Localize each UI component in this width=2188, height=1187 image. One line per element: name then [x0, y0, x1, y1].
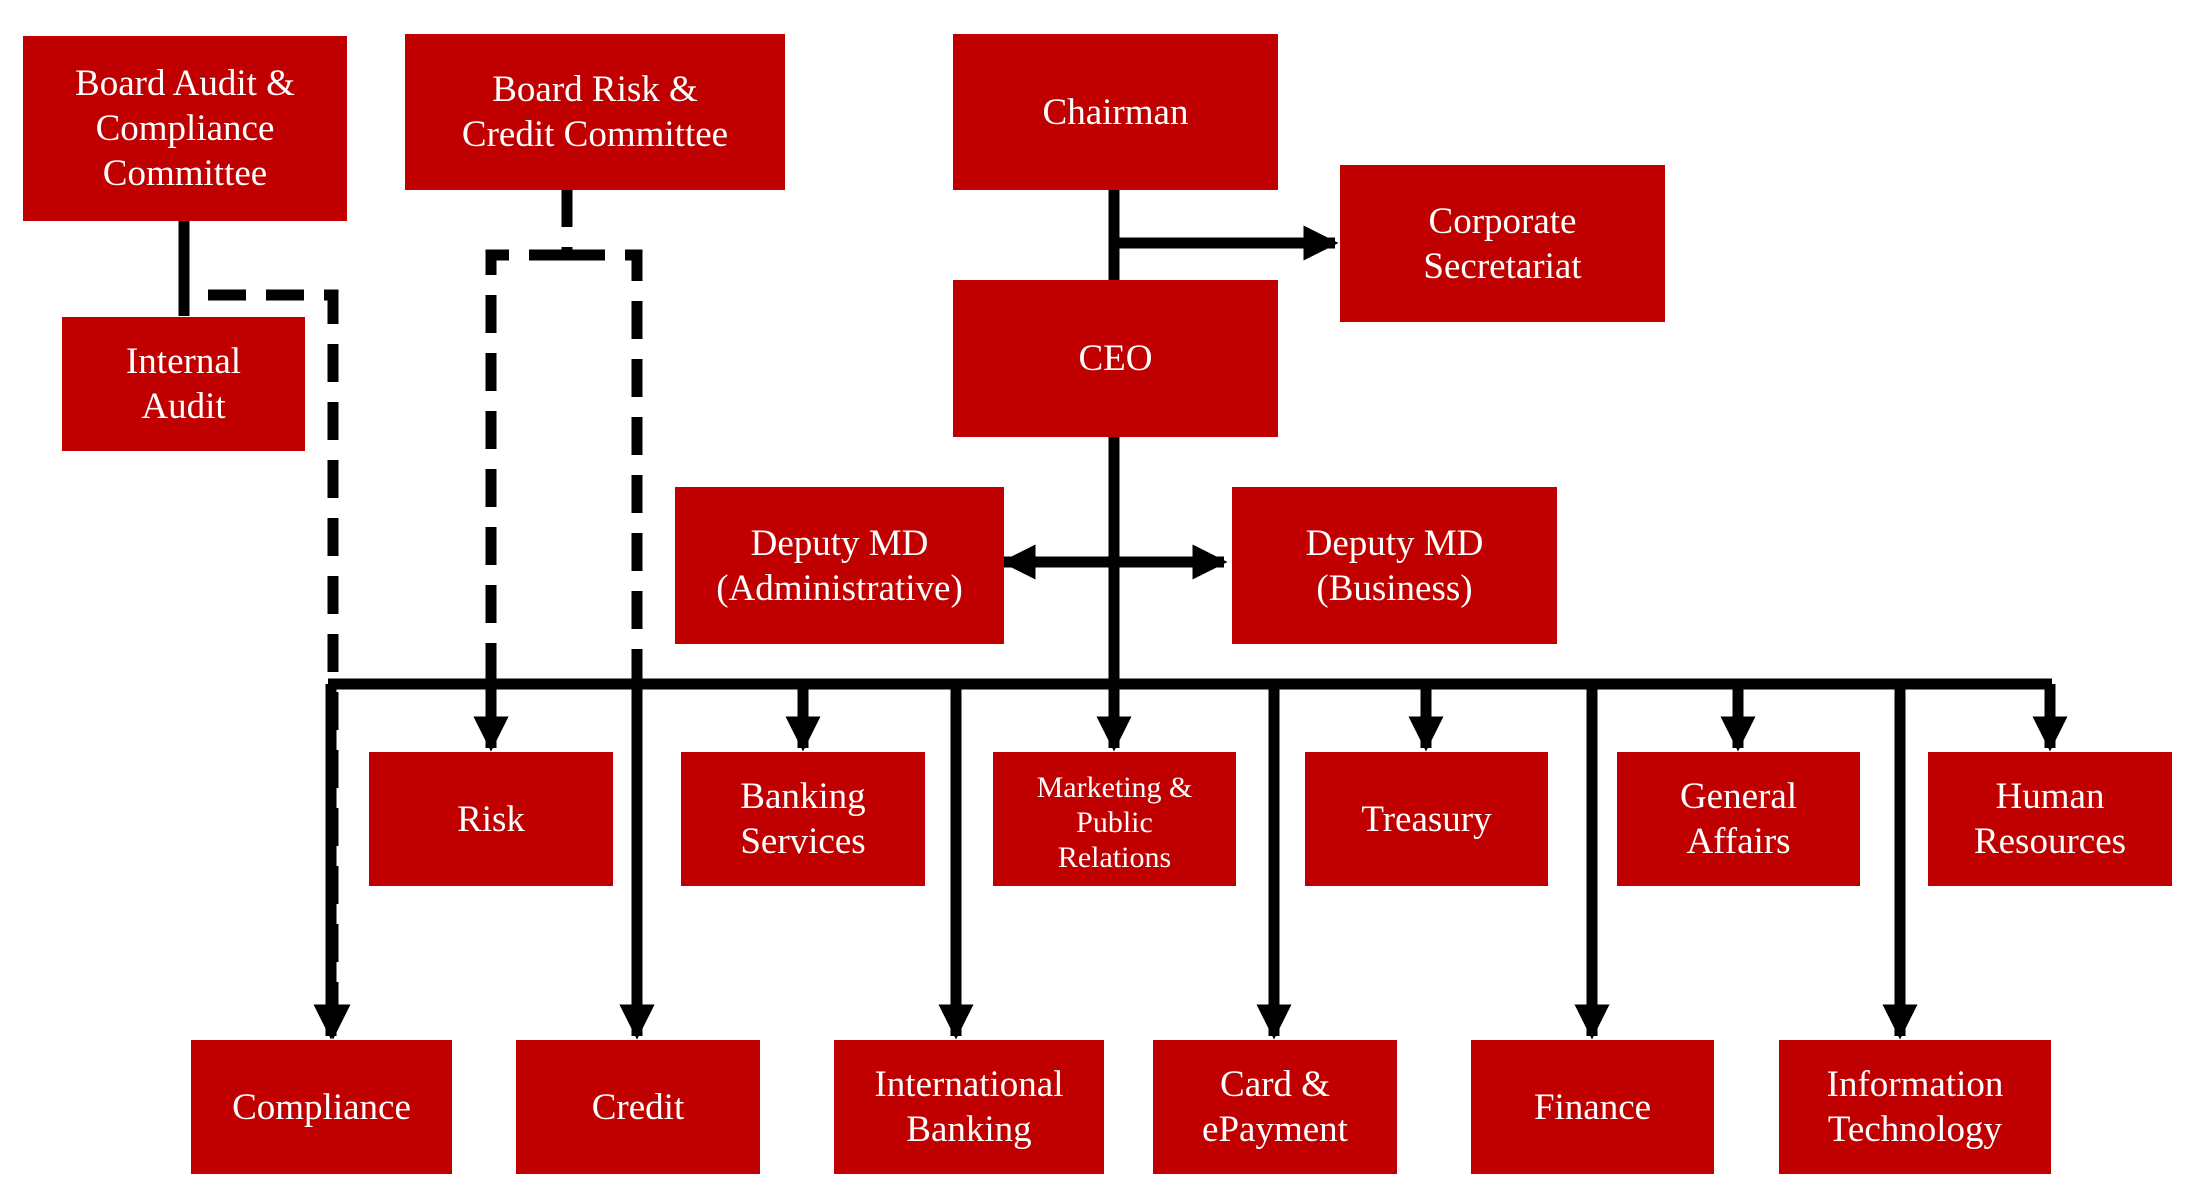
deputy-md-business-box: Deputy MD (Business) [1232, 487, 1557, 644]
banking-services-box: Banking Services [681, 752, 925, 886]
finance-box: Finance [1471, 1040, 1714, 1174]
credit-box: Credit [516, 1040, 760, 1174]
human-resources-box: Human Resources [1928, 752, 2172, 886]
dashed-boardaudit-compliance [208, 289, 351, 1040]
dashed-boardrisk-credit [567, 249, 655, 1040]
ceo-box: CEO [953, 280, 1278, 437]
card-epayment-box: Card & ePayment [1153, 1040, 1397, 1174]
marketing-public-relations-box: Marketing & Public Relations [993, 752, 1236, 886]
board-risk-credit-committee-box: Board Risk & Credit Committee [405, 34, 785, 190]
board-audit-compliance-committee-box: Board Audit & Compliance Committee [23, 36, 347, 221]
risk-box: Risk [369, 752, 613, 886]
corporate-secretariat-box: Corporate Secretariat [1340, 165, 1665, 322]
international-banking-box: International Banking [834, 1040, 1104, 1174]
treasury-box: Treasury [1305, 752, 1548, 886]
deputy-md-administrative-box: Deputy MD (Administrative) [675, 487, 1004, 644]
dashed-boardrisk-risk [473, 249, 567, 752]
internal-audit-box: Internal Audit [62, 317, 305, 451]
chairman-box: Chairman [953, 34, 1278, 190]
general-affairs-box: General Affairs [1617, 752, 1860, 886]
compliance-box: Compliance [191, 1040, 452, 1174]
information-technology-box: Information Technology [1779, 1040, 2051, 1174]
